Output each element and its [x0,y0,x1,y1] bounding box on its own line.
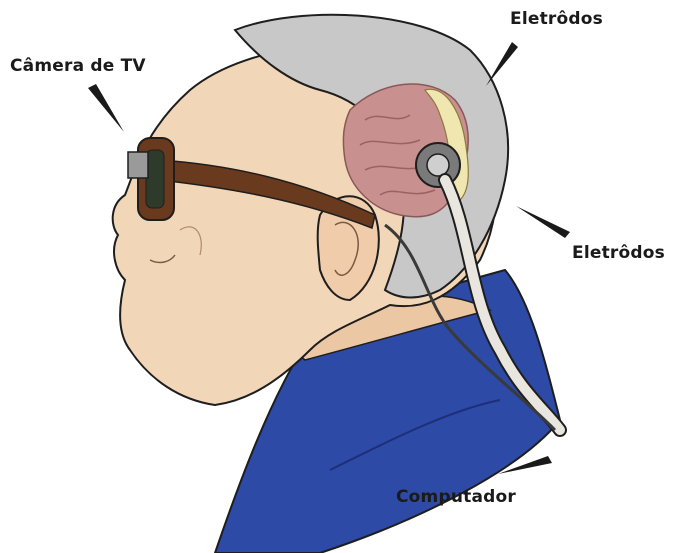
tv-camera [128,152,148,178]
label-electrodes-right: Eletrôdos [572,243,665,263]
label-camera: Câmera de TV [10,56,146,76]
pointer-arrow-icon [486,42,518,86]
pointer-arrow-icon [516,206,570,238]
label-electrodes-top: Eletrôdos [510,9,603,29]
label-computer: Computador [396,487,516,507]
pointer-arrow-icon [88,84,124,132]
